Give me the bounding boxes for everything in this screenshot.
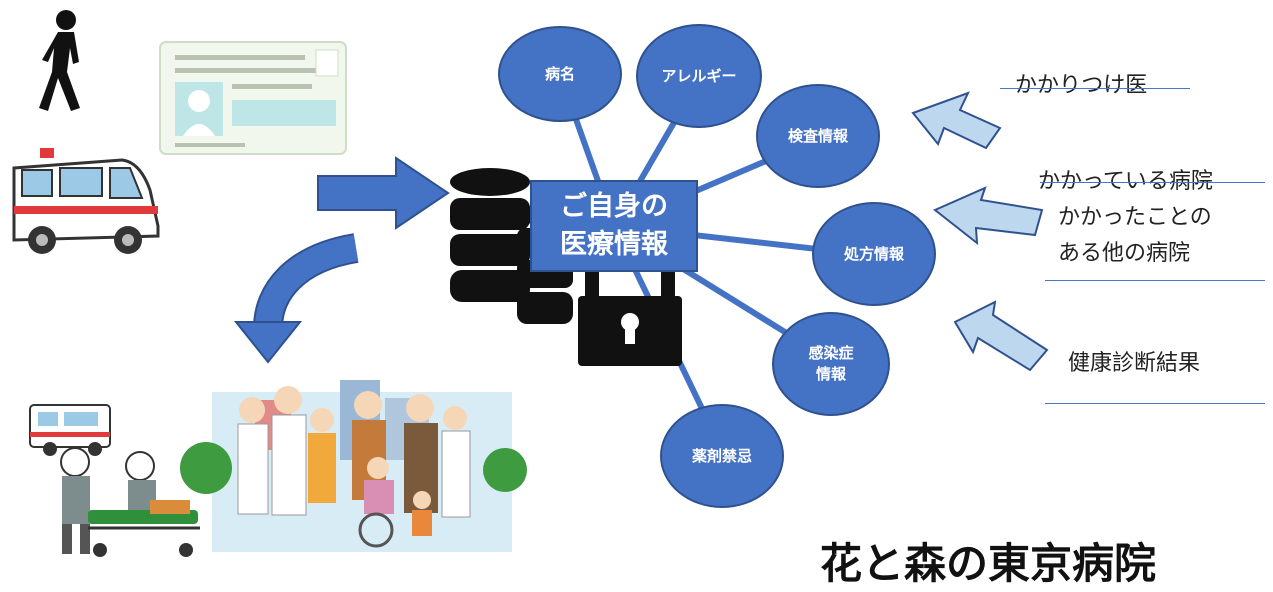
walking-person-icon xyxy=(39,10,80,111)
node-prescription: 処方情報 xyxy=(812,202,936,306)
curved-down-arrow xyxy=(233,233,359,364)
node-disease: 病名 xyxy=(498,26,622,122)
source-other-hospital-rule xyxy=(1045,280,1265,281)
node-infection-label-line2: 情報 xyxy=(815,365,846,383)
node-infection: 感染症 情報 xyxy=(772,312,890,416)
id-card-image xyxy=(159,41,347,155)
source-current-hospital: かかっている病院 xyxy=(1038,169,1213,194)
node-exam-label: 検査情報 xyxy=(787,126,848,145)
hospital-name-title: 花と森の東京病院 xyxy=(820,539,1157,588)
node-contraindication: 薬剤禁忌 xyxy=(660,404,784,508)
arrow-from-hospitals xyxy=(933,186,1044,246)
emergency-rescue-image xyxy=(29,404,200,557)
main-input-arrow xyxy=(317,156,450,230)
source-other-hospital-line2: ある他の病院 xyxy=(1058,241,1191,266)
source-other-hospital-line1: かかったことの xyxy=(1058,205,1212,230)
node-prescription-label: 処方情報 xyxy=(843,244,904,263)
node-allergy: アレルギー xyxy=(636,24,762,128)
node-contraindication-label: 薬剤禁忌 xyxy=(691,446,752,465)
node-disease-label: 病名 xyxy=(544,64,575,83)
hospital-people-image xyxy=(180,380,527,552)
source-current-hospital-rule xyxy=(1040,182,1265,183)
center-label-line1: ご自身の xyxy=(560,191,668,222)
node-infection-label-line1: 感染症 xyxy=(808,344,854,362)
source-family-doctor-rule xyxy=(1000,88,1190,89)
source-health-checkup: 健康診断結果 xyxy=(1068,351,1201,376)
node-exam: 検査情報 xyxy=(756,84,880,188)
arrow-from-family-doctor xyxy=(911,91,1002,150)
center-medical-info-box: ご自身の 医療情報 xyxy=(530,180,698,272)
ambulance-image xyxy=(12,148,160,254)
incoming-arrows xyxy=(911,91,1049,372)
source-health-checkup-rule xyxy=(1045,403,1265,404)
source-family-doctor: かかりつけ医 xyxy=(1015,73,1148,98)
arrow-from-checkup xyxy=(953,300,1049,372)
center-label-line2: 医療情報 xyxy=(560,229,668,260)
node-allergy-label: アレルギー xyxy=(661,66,737,85)
